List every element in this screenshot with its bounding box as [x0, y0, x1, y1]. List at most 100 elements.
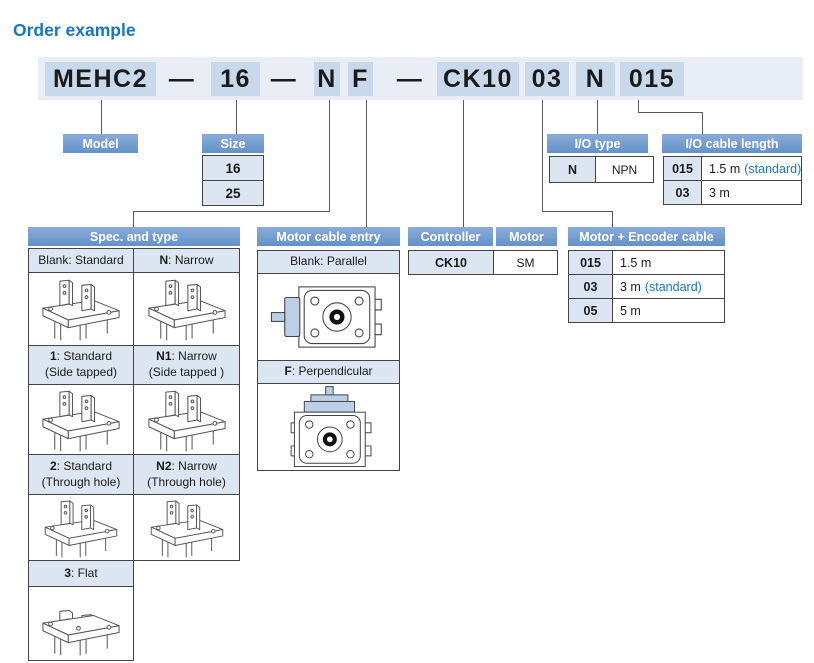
- connector-line: [702, 112, 703, 135]
- spec-image-n1: [133, 384, 240, 455]
- encoder-cable-value-text: 1.5 m: [620, 255, 652, 270]
- motor-header: Motor: [496, 227, 557, 246]
- motor-cable-image-parallel: [257, 273, 400, 361]
- code-token-model: MEHC2: [45, 62, 156, 96]
- spec-label-text: : Flat: [71, 565, 98, 580]
- motor-cable-label-text: : Perpendicular: [291, 364, 373, 379]
- code-token-size: 16: [211, 62, 260, 96]
- spec-label-subtext: (Side tapped ): [148, 365, 225, 379]
- spec-label-blank-standard: Blank: Standard: [28, 248, 134, 273]
- spec-label-n1-side-tapped: N1: Narrow (Side tapped ): [133, 345, 240, 385]
- gripper-through-hole-drawing: [150, 499, 223, 558]
- spec-label-text: : Standard: [56, 458, 113, 473]
- connector-line: [542, 100, 543, 212]
- motor-cable-code: F: [284, 364, 292, 379]
- io-cable-value: 3 m: [701, 180, 802, 205]
- spec-image-1: [28, 384, 134, 455]
- code-token-io-cable: 015: [620, 62, 684, 96]
- spec-label-n2-through-hole: N2: Narrow (Through hole): [133, 454, 240, 495]
- code-token-io-type: N: [576, 62, 615, 96]
- io-cable-value-text: 3 m: [709, 185, 730, 200]
- io-type-code: N: [549, 156, 596, 183]
- motor-cable-label-text: Blank: Parallel: [290, 254, 367, 269]
- spec-code: 2: [49, 458, 57, 473]
- spec-label-text: : Narrow: [168, 252, 214, 267]
- spec-image-3-flat: [28, 586, 134, 661]
- encoder-cable-code: 03: [568, 274, 613, 299]
- io-cable-length-header: I/O cable length: [662, 134, 802, 153]
- controller-value: CK10: [408, 250, 494, 275]
- code-separator: —: [396, 64, 424, 93]
- model-header: Model: [63, 134, 138, 153]
- spec-code: 3: [64, 565, 71, 580]
- spec-code: N1: [156, 349, 172, 364]
- connector-line: [133, 211, 134, 228]
- controller-header: Controller: [408, 227, 493, 246]
- encoder-cable-header: Motor + Encoder cable: [568, 227, 725, 246]
- encoder-cable-value: 5 m: [612, 298, 725, 323]
- spec-and-type-header: Spec. and type: [28, 227, 240, 246]
- encoder-cable-value-text: 3 m: [620, 279, 641, 294]
- gripper-side-tapped-drawing: [147, 390, 226, 452]
- encoder-cable-code: 015: [568, 250, 613, 275]
- connector-line: [612, 211, 613, 228]
- io-type-header: I/O type: [547, 134, 648, 153]
- spec-label-subtext: (Through hole): [147, 474, 226, 489]
- motor-cable-image-perpendicular: [257, 383, 400, 471]
- size-value-16: 16: [202, 155, 264, 181]
- spec-code: 1: [49, 349, 57, 364]
- spec-label-text: : Narrow: [171, 458, 217, 473]
- motor-cable-label-perpendicular: F: Perpendicular: [257, 360, 400, 384]
- spec-label-text: Blank: Standard: [38, 252, 124, 267]
- code-token-spec: N: [314, 62, 340, 96]
- connector-line: [236, 100, 237, 135]
- size-header: Size: [202, 134, 264, 153]
- connector-line: [101, 100, 102, 135]
- gripper-flat-drawing: [42, 609, 120, 656]
- encoder-cable-code: 05: [568, 298, 613, 323]
- spec-code: N2: [156, 458, 172, 473]
- connector-line: [638, 112, 703, 113]
- connector-line: [329, 100, 330, 212]
- motor-parallel-drawing: [267, 276, 391, 358]
- spec-label-subtext: (Side tapped): [44, 365, 118, 379]
- motor-perpendicular-drawing: [270, 385, 388, 469]
- spec-label-n-narrow: N: Narrow: [133, 248, 240, 273]
- motor-cable-label-parallel: Blank: Parallel: [257, 250, 400, 274]
- io-type-value: NPN: [595, 156, 654, 183]
- spec-label-subtext: (Through hole): [41, 474, 121, 489]
- connector-line: [597, 100, 598, 135]
- io-cable-value-text: 1.5 m: [709, 161, 741, 176]
- io-cable-value-note: (standard): [744, 161, 802, 176]
- gripper-through-hole-drawing: [44, 499, 118, 558]
- io-cable-code: 015: [663, 156, 702, 181]
- encoder-cable-value-note: (standard): [644, 279, 702, 294]
- encoder-cable-value-text: 5 m: [620, 303, 641, 318]
- code-token-cable-entry: F: [348, 62, 373, 96]
- code-token-encoder-cable: 03: [525, 62, 569, 96]
- connector-line: [366, 100, 367, 228]
- encoder-cable-value: 3 m (standard): [612, 274, 725, 299]
- encoder-cable-value: 1.5 m: [612, 250, 725, 275]
- gripper-standard-drawing: [42, 279, 120, 341]
- code-separator: —: [270, 64, 298, 93]
- spec-label-text: : Narrow: [171, 349, 217, 364]
- spec-image-2: [28, 494, 134, 561]
- page-title: Order example: [13, 20, 136, 40]
- spec-label-1-side-tapped: 1: Standard (Side tapped): [28, 345, 134, 385]
- spec-image-n2: [133, 494, 240, 561]
- spec-label-2-through-hole: 2: Standard (Through hole): [28, 454, 134, 495]
- spec-image-standard: [28, 272, 134, 346]
- io-cable-code: 03: [663, 180, 702, 205]
- connector-line: [463, 100, 464, 228]
- io-cable-value: 1.5 m (standard): [701, 156, 802, 181]
- code-separator: —: [168, 64, 196, 93]
- connector-line: [133, 211, 330, 212]
- gripper-side-tapped-drawing: [42, 390, 120, 452]
- connector-line: [542, 211, 613, 212]
- gripper-narrow-drawing: [147, 279, 226, 341]
- motor-cable-entry-header: Motor cable entry: [257, 227, 400, 246]
- motor-value: SM: [493, 250, 558, 275]
- size-value-25: 25: [202, 180, 264, 206]
